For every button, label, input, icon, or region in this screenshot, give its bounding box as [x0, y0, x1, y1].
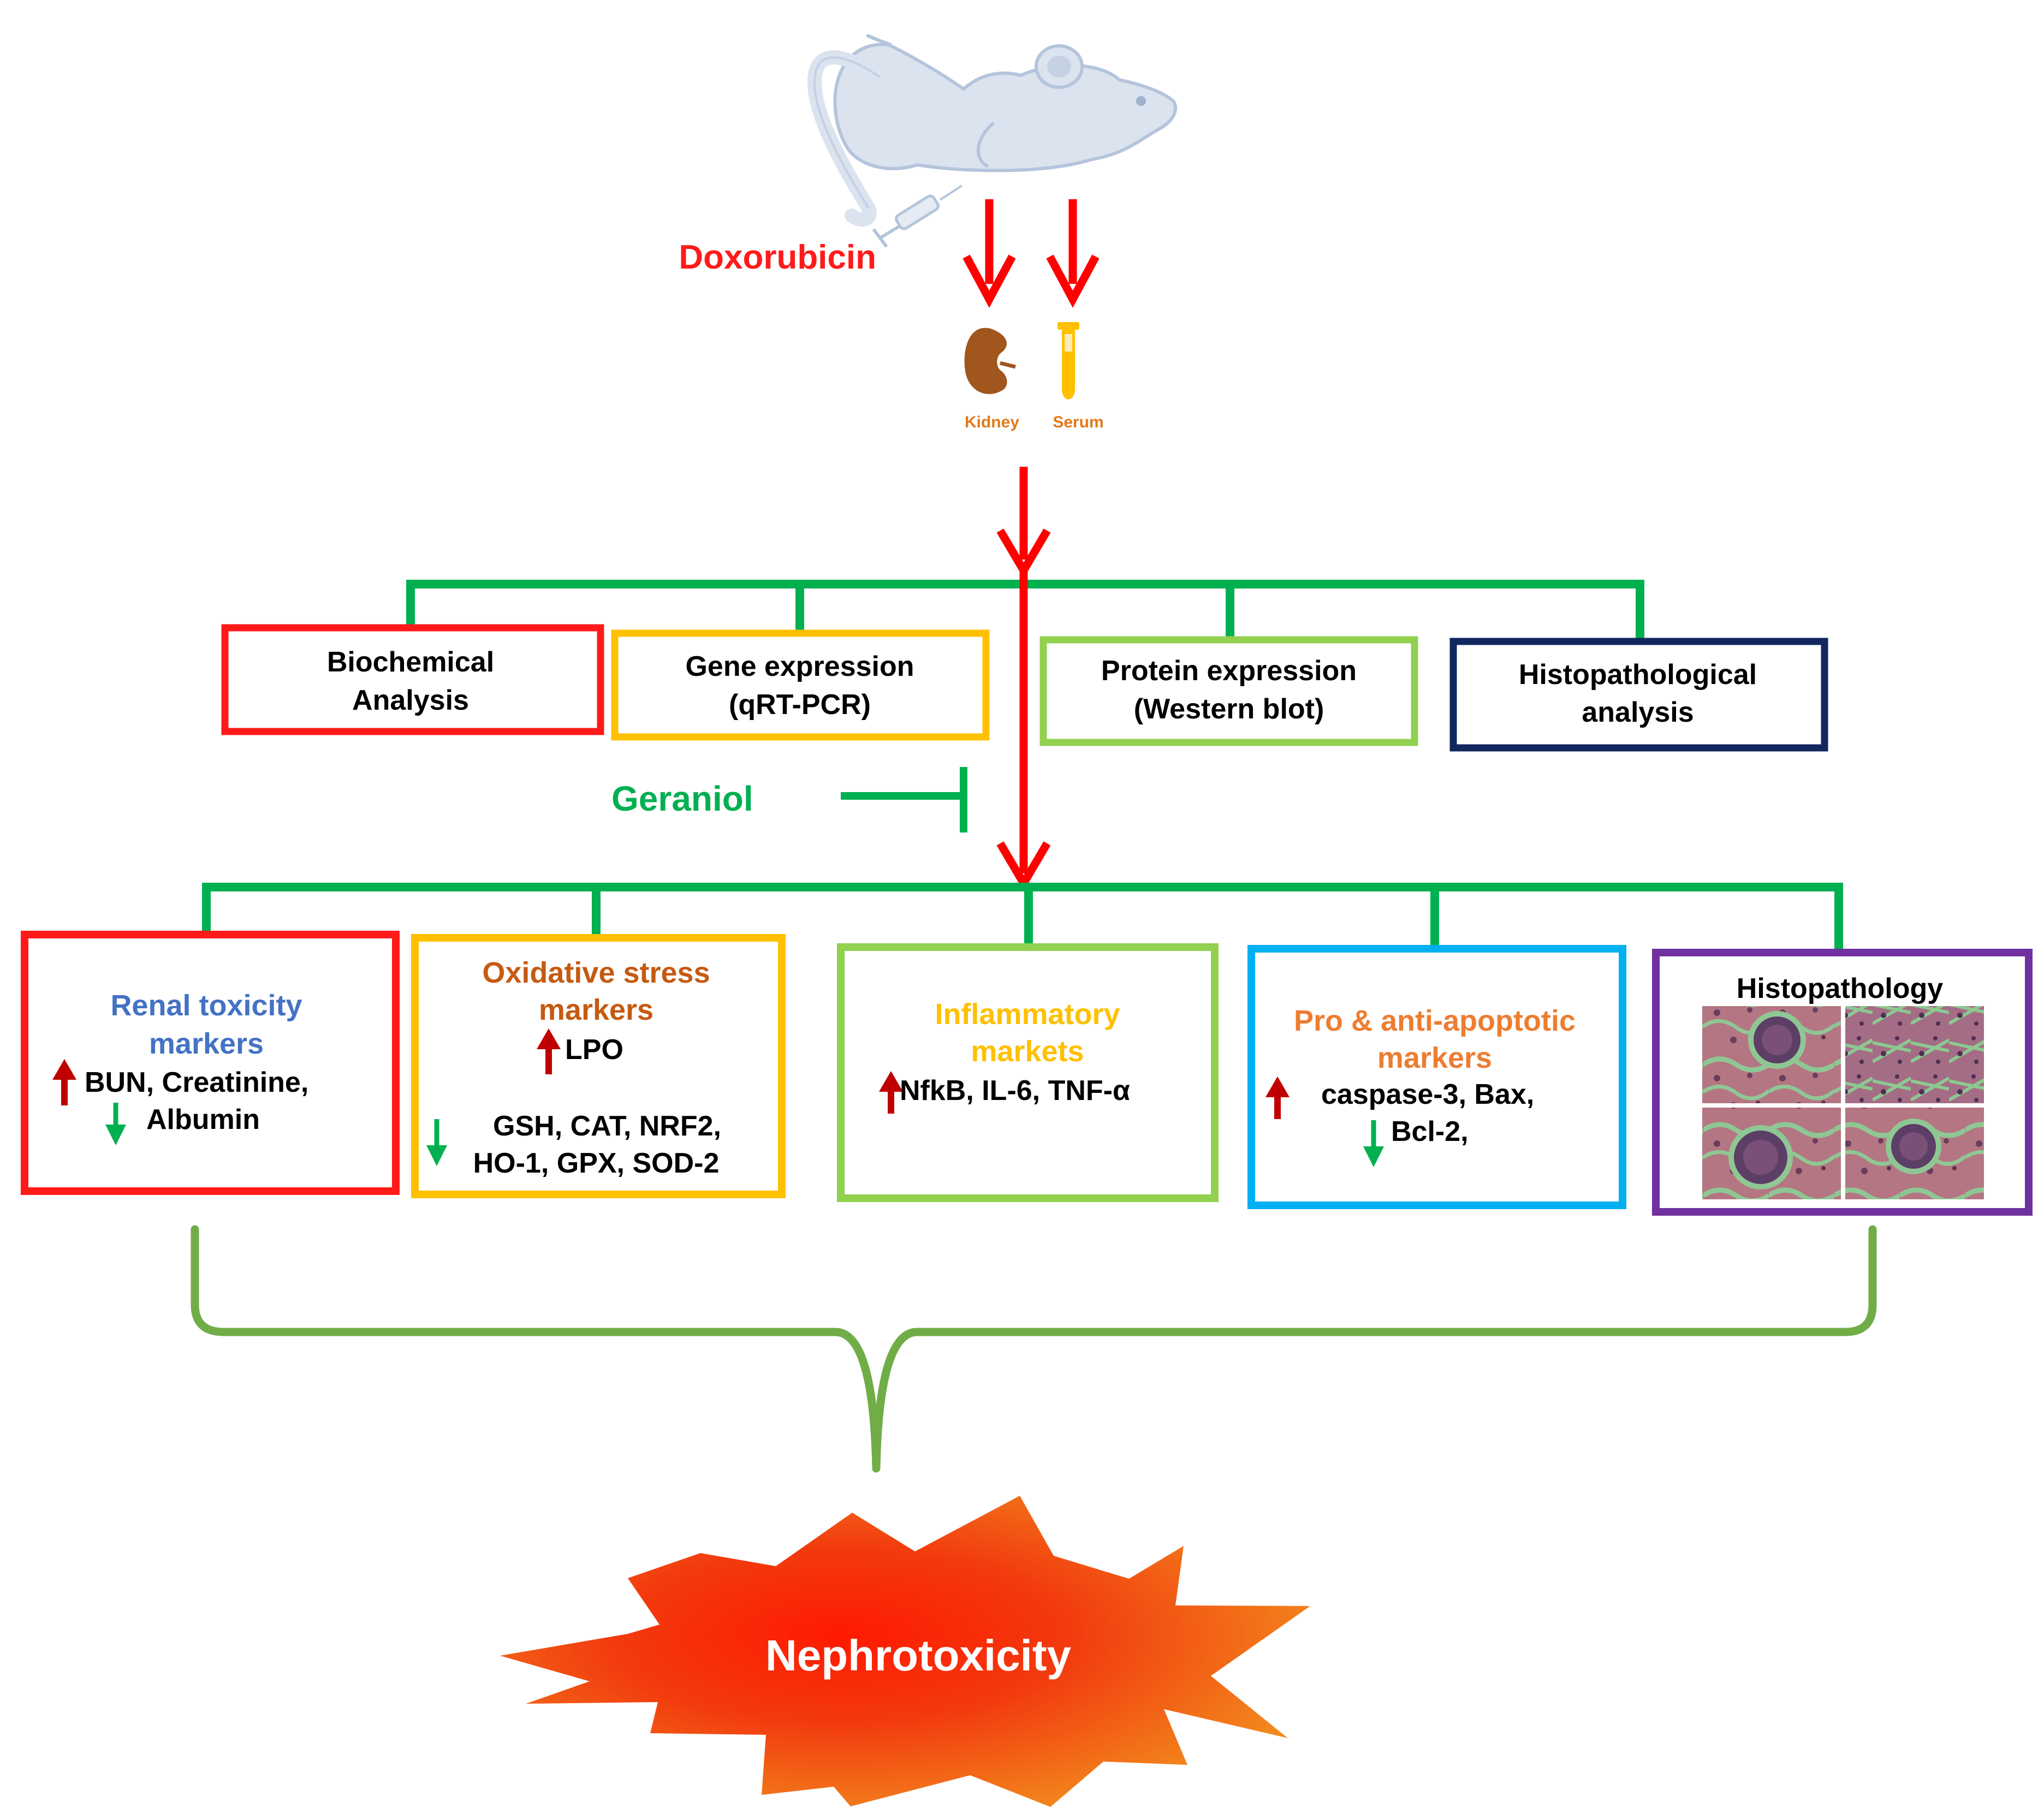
- method-gene-line1: Gene expression: [685, 651, 914, 682]
- nephrotoxicity-burst-shape: [500, 1496, 1310, 1807]
- arrow-to-kidney: [962, 199, 1016, 308]
- mouse-icon: [807, 34, 1178, 227]
- method-protein-line2: (Western blot): [1134, 693, 1324, 725]
- apoptotic-up-arrow-icon: [1265, 1076, 1290, 1119]
- method-biochemical-line2: Analysis: [352, 685, 469, 716]
- inflammatory-title-line1: Inflammatory: [935, 998, 1120, 1031]
- result-box-renal: Renal toxicity markers BUN, Creatinine, …: [21, 931, 400, 1195]
- central-arrow-upper: [996, 467, 1051, 579]
- kidney-icon: [964, 328, 1016, 394]
- oxidative-down-arrow-icon: [426, 1119, 447, 1166]
- renal-up-markers: BUN, Creatinine,: [85, 1067, 308, 1098]
- grouping-brace: [191, 1225, 1877, 1473]
- inflammatory-title-line2: markets: [971, 1035, 1084, 1068]
- method-box-biochemical: Biochemical Analysis: [221, 624, 604, 735]
- drug-label: Doxorubicin: [679, 239, 876, 276]
- kidney-label: Kidney: [965, 413, 1019, 431]
- apoptotic-up-markers: caspase-3, Bax,: [1321, 1079, 1534, 1110]
- method-box-histopathological: Histopathological analysis: [1449, 638, 1828, 752]
- syringe-icon: [872, 185, 963, 248]
- result-box-apoptotic: Pro & anti-apoptotic markers caspase-3, …: [1247, 945, 1626, 1209]
- glomerulus-1-icon: [1748, 1011, 1806, 1069]
- oxidative-title-line2: markers: [539, 994, 653, 1026]
- inhibitor-label: Geraniol: [611, 779, 753, 818]
- histology-micrographs: [1702, 1006, 1984, 1199]
- method-protein-line1: Protein expression: [1101, 655, 1357, 687]
- result-box-oxidative: Oxidative stress markers LPO GSH, CAT, N…: [411, 934, 786, 1198]
- renal-down-markers: Albumin: [146, 1104, 260, 1135]
- oxidative-up-arrow-icon: [537, 1028, 561, 1074]
- method-histo-line2: analysis: [1582, 697, 1694, 728]
- arrow-to-serum: [1046, 199, 1100, 308]
- method-biochemical-line1: Biochemical: [327, 646, 494, 678]
- inflammatory-up-arrow-icon: [879, 1071, 903, 1114]
- apoptotic-down-markers: Bcl-2,: [1391, 1116, 1469, 1147]
- glomerulus-2-icon: [1728, 1125, 1793, 1189]
- renal-title-line2: markers: [149, 1027, 264, 1060]
- method-gene-line2: (qRT-PCR): [729, 689, 871, 721]
- oxidative-down-markers-line2: HO-1, GPX, SOD-2: [473, 1147, 720, 1179]
- renal-down-arrow-icon: [105, 1103, 126, 1145]
- method-box-protein-expression: Protein expression (Western blot): [1039, 636, 1418, 746]
- result-box-histopathology: Histopathology: [1652, 949, 2033, 1216]
- results-branch: [202, 883, 1843, 953]
- serum-label: Serum: [1053, 413, 1103, 431]
- histo-title: Histopathology: [1737, 973, 1944, 1004]
- oxidative-up-markers: LPO: [565, 1034, 623, 1066]
- inhibition-bar: [841, 767, 967, 832]
- method-box-gene-expression: Gene expression (qRT-PCR): [611, 629, 990, 741]
- serum-tube-icon: [1057, 322, 1079, 400]
- renal-up-arrow-icon: [52, 1059, 76, 1105]
- renal-title-line1: Renal toxicity: [110, 989, 302, 1022]
- method-histo-line1: Histopathological: [1519, 659, 1757, 691]
- inflammatory-up-markers: NfkB, IL-6, TNF-α: [900, 1075, 1130, 1107]
- apoptotic-title-line1: Pro & anti-apoptotic: [1294, 1004, 1576, 1037]
- result-box-inflammatory: Inflammatory markets NfkB, IL-6, TNF-α: [837, 943, 1219, 1202]
- apoptotic-down-arrow-icon: [1363, 1120, 1384, 1167]
- glomerulus-3-icon: [1886, 1119, 1941, 1174]
- apoptotic-title-line2: markers: [1377, 1042, 1492, 1074]
- outcome-label: Nephrotoxicity: [765, 1631, 1072, 1680]
- oxidative-title-line1: Oxidative stress: [482, 956, 710, 989]
- oxidative-down-markers-line1: GSH, CAT, NRF2,: [493, 1110, 721, 1142]
